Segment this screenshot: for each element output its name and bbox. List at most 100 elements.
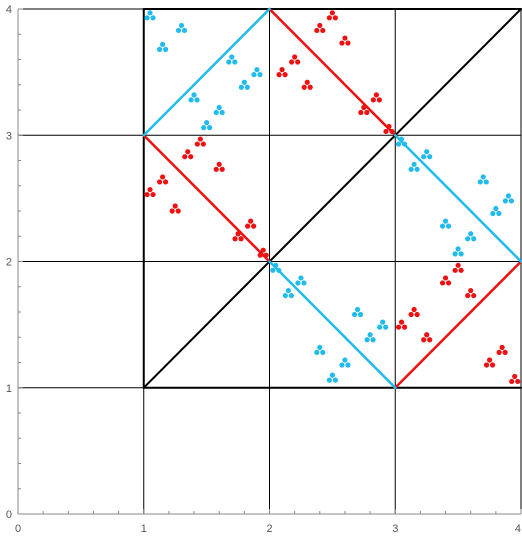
red-segment (268, 7, 397, 137)
marker-dot (509, 378, 515, 385)
marker-dot (314, 349, 320, 355)
marker-dot (216, 161, 222, 167)
red-triangle-marker (289, 54, 301, 65)
marker-dot (505, 193, 512, 199)
marker-dot (468, 231, 474, 237)
marker-dot (358, 109, 364, 116)
marker-dot (188, 154, 194, 160)
marker-dot (219, 166, 225, 172)
marker-dot (147, 10, 153, 16)
marker-layer (144, 10, 521, 385)
cyan-triangle-marker (282, 287, 294, 299)
marker-dot (317, 344, 323, 350)
marker-dot (364, 109, 370, 116)
marker-dot (254, 67, 260, 73)
marker-dot (295, 59, 301, 65)
marker-dot (439, 280, 446, 286)
marker-dot (401, 324, 408, 330)
marker-dot (163, 179, 169, 185)
marker-dot (395, 141, 402, 147)
cyan-triangle-marker (339, 357, 351, 368)
red-triangle-marker (339, 35, 351, 46)
marker-dot (411, 161, 417, 167)
marker-dot (326, 15, 332, 21)
marker-dot (477, 179, 483, 185)
y-tick-label: 4 (6, 4, 12, 16)
marker-dot (414, 166, 420, 172)
marker-dot (326, 377, 332, 383)
marker-dot (150, 191, 156, 198)
y-tick-label: 3 (6, 130, 12, 142)
red-triangle-marker (395, 319, 408, 330)
cyan-triangle-marker (251, 67, 263, 78)
marker-dot (194, 141, 200, 147)
marker-dot (160, 41, 166, 47)
marker-dot (219, 109, 225, 116)
marker-dot (201, 125, 207, 131)
marker-dot (383, 128, 389, 135)
marker-dot (421, 154, 427, 160)
red-segment (142, 134, 271, 263)
red-triangle-marker (245, 218, 257, 229)
marker-dot (298, 275, 304, 281)
marker-dot (194, 97, 200, 103)
marker-dot (273, 262, 279, 268)
marker-dot (370, 337, 376, 343)
red-triangle-marker (157, 174, 169, 185)
marker-dot (483, 179, 489, 185)
marker-dot (185, 149, 191, 155)
cyan-triangle-marker (144, 10, 156, 21)
marker-dot (304, 79, 310, 85)
marker-dot (411, 306, 417, 313)
marker-dot (241, 79, 247, 85)
marker-dot (263, 252, 269, 258)
marker-dot (276, 72, 282, 78)
marker-dot (339, 362, 345, 368)
marker-dot (471, 236, 477, 242)
marker-dot (480, 174, 486, 180)
marker-dot (414, 311, 420, 318)
red-triangle-marker (465, 287, 477, 299)
marker-dot (332, 15, 338, 21)
cyan-segment (394, 134, 522, 263)
marker-dot (213, 109, 219, 116)
marker-dot (232, 236, 238, 242)
cyan-triangle-marker (270, 262, 282, 273)
marker-dot (493, 205, 499, 212)
marker-dot (320, 349, 326, 355)
marker-dot (157, 179, 163, 185)
marker-dot (345, 362, 351, 368)
red-triangle-marker (383, 123, 395, 135)
marker-dot (373, 92, 379, 98)
marker-dot (483, 362, 490, 368)
marker-dot (257, 252, 263, 258)
red-triangle-marker (408, 306, 420, 318)
marker-dot (427, 154, 433, 160)
marker-dot (204, 120, 210, 126)
marker-dot (515, 378, 521, 385)
red-triangle-marker (326, 10, 338, 21)
marker-dot (285, 287, 291, 294)
marker-dot (465, 292, 471, 299)
marker-dot (282, 72, 288, 78)
marker-dot (229, 54, 235, 60)
marker-dot (188, 97, 194, 103)
marker-dot (455, 262, 461, 268)
marker-dot (279, 67, 285, 73)
marker-dot (345, 40, 351, 46)
marker-dot (332, 377, 338, 383)
marker-dot (490, 210, 496, 217)
marker-dot (244, 84, 250, 90)
marker-dot (144, 15, 150, 21)
marker-dot (245, 223, 251, 229)
y-tick-label: 2 (6, 257, 12, 269)
red-triangle-marker (370, 92, 382, 103)
marker-dot (329, 10, 335, 16)
red-triangle-marker (301, 79, 313, 90)
cyan-triangle-marker (188, 92, 200, 103)
marker-dot (288, 292, 294, 299)
cyan-triangle-marker (175, 22, 188, 34)
marker-dot (439, 223, 446, 229)
red-triangle-marker (509, 373, 521, 385)
